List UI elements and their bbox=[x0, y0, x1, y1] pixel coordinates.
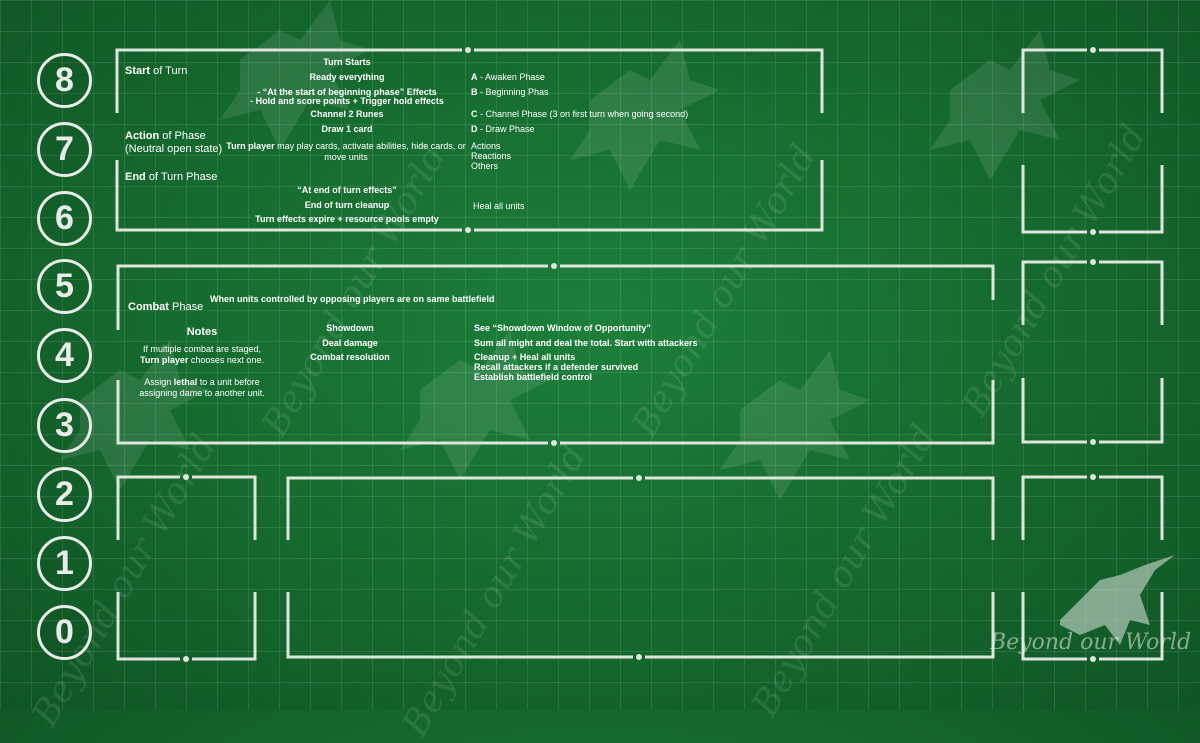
phase-d: D - Draw Phase bbox=[471, 124, 535, 135]
end-heading-suffix: of Turn Phase bbox=[145, 171, 218, 183]
combat-result-damage: Sum all might and deal the total. Start … bbox=[474, 338, 698, 348]
note-2-pre: Assign bbox=[144, 377, 174, 387]
action-rest-line1: may play cards, activate abilities, hide… bbox=[274, 141, 466, 151]
score-7[interactable]: 7 bbox=[37, 122, 92, 177]
right-zone-top bbox=[1021, 48, 1164, 234]
label-heal-all-units: Heal all units bbox=[473, 201, 525, 211]
combat-heading-suffix: Phase bbox=[168, 301, 204, 313]
combat-result-recall: Recall attackers if a defender survived bbox=[474, 362, 639, 372]
score-0[interactable]: 0 bbox=[37, 605, 92, 660]
action-heading-suffix: of Phase bbox=[159, 130, 206, 142]
champion-zone bbox=[116, 475, 257, 661]
dragon-icon bbox=[930, 30, 1080, 180]
combat-result-control: Establish battlefield control bbox=[474, 372, 593, 382]
combat-result-showdown: See “Showdown Window of Opportunity” bbox=[474, 323, 651, 333]
turn-player-bold: Turn player bbox=[226, 141, 275, 151]
dragon-icon bbox=[570, 40, 720, 190]
score-1[interactable]: 1 bbox=[37, 536, 92, 591]
grid-overlay bbox=[0, 0, 1200, 710]
step-draw: Draw 1 card bbox=[321, 124, 373, 134]
label-actions: Actions bbox=[471, 141, 501, 151]
score-5[interactable]: 5 bbox=[37, 259, 92, 314]
dragon-silhouettes bbox=[60, 0, 1175, 645]
base-zone bbox=[286, 476, 995, 659]
phase-d-key: D bbox=[471, 124, 478, 134]
label-others: Others bbox=[471, 161, 499, 171]
phase-a: A - Awaken Phase bbox=[471, 72, 545, 83]
phase-a-label: - Awaken Phase bbox=[477, 72, 545, 82]
step-turn-starts: Turn Starts bbox=[323, 57, 371, 67]
dragon-icon bbox=[220, 0, 370, 150]
note-2-post: to a unit before bbox=[197, 377, 260, 387]
step-expire: Turn effects expire + resource pools emp… bbox=[255, 214, 439, 224]
start-heading-bold: Start bbox=[125, 65, 151, 77]
score-2[interactable]: 2 bbox=[37, 467, 92, 522]
neutral-state-note: (Neutral open state) bbox=[125, 143, 223, 155]
combat-heading-bold: Combat bbox=[128, 301, 169, 313]
score-4[interactable]: 4 bbox=[37, 328, 92, 383]
score-8[interactable]: 8 bbox=[37, 53, 92, 108]
note-2: Assign lethal to a unit before assigning… bbox=[139, 377, 265, 399]
step-at-end: “At end of turn effects” bbox=[297, 185, 397, 195]
combat-step-resolution: Combat resolution bbox=[310, 352, 390, 362]
phase-b: B - Beginning Phas bbox=[471, 87, 549, 98]
step-at-start: - “At the start of beginning phase” Effe… bbox=[257, 87, 437, 97]
combat-step-damage: Deal damage bbox=[322, 338, 378, 348]
label-reactions: Reactions bbox=[471, 151, 512, 161]
phase-b-label: - Beginning Phas bbox=[477, 87, 549, 97]
combat-zone bbox=[116, 264, 995, 445]
dragon-icon bbox=[720, 350, 870, 500]
zone-outlines bbox=[115, 47, 1164, 662]
phase-d-label: - Draw Phase bbox=[477, 124, 535, 134]
step-channel: Channel 2 Runes bbox=[310, 109, 384, 119]
dragon-logo-icon bbox=[1060, 555, 1175, 645]
note-2-line2: assigning dame to another unit. bbox=[139, 388, 265, 398]
turn-zone bbox=[115, 48, 824, 232]
combat-phase-heading: Combat Phase bbox=[128, 301, 203, 314]
note-2-bold: lethal bbox=[173, 377, 198, 387]
notes-title: Notes bbox=[186, 326, 218, 338]
score-6[interactable]: 6 bbox=[37, 191, 92, 246]
combat-result-cleanup: Cleanup + Heal all units bbox=[474, 352, 576, 362]
step-action: Turn player may play cards, activate abi… bbox=[226, 141, 465, 163]
start-heading-suffix: of Turn bbox=[150, 65, 188, 77]
score-3[interactable]: 3 bbox=[37, 398, 92, 453]
step-cleanup: End of turn cleanup bbox=[304, 200, 390, 210]
playmat: Beyond our World Beyond our World Beyond… bbox=[0, 0, 1200, 710]
note-1-line2: chooses next one. bbox=[188, 355, 264, 365]
end-of-turn-heading: End of Turn Phase bbox=[125, 171, 217, 184]
phase-b-key: B bbox=[471, 87, 478, 97]
start-of-turn-heading: Start of Turn bbox=[125, 65, 187, 78]
action-rest-line2: move units bbox=[324, 152, 368, 162]
dragon-icon bbox=[400, 330, 550, 480]
end-heading-bold: End bbox=[125, 171, 146, 183]
action-of-phase-heading: Action of Phase bbox=[125, 130, 206, 143]
step-ready: Ready everything bbox=[309, 72, 385, 82]
combat-step-showdown: Showdown bbox=[326, 323, 374, 333]
note-1: If multiple combat are staged, Turn play… bbox=[140, 344, 264, 366]
combat-trigger: When units controlled by opposing player… bbox=[210, 294, 495, 304]
step-hold-score: - Hold and score points + Trigger hold e… bbox=[250, 96, 444, 106]
note-1-bold: Turn player bbox=[140, 355, 189, 365]
phase-a-key: A bbox=[471, 72, 478, 82]
phase-c-label: - Channel Phase (3 on first turn when go… bbox=[477, 109, 689, 119]
phase-c: C - Channel Phase (3 on first turn when … bbox=[471, 109, 688, 120]
right-zone-middle bbox=[1021, 260, 1164, 444]
note-1-line1: If multiple combat are staged, bbox=[142, 344, 262, 354]
action-heading-bold: Action bbox=[125, 130, 160, 142]
brand-watermark: Beyond our World bbox=[990, 630, 1192, 655]
phase-c-key: C bbox=[471, 109, 478, 119]
right-zone-bottom bbox=[1021, 475, 1164, 661]
dragon-icon bbox=[60, 340, 210, 490]
